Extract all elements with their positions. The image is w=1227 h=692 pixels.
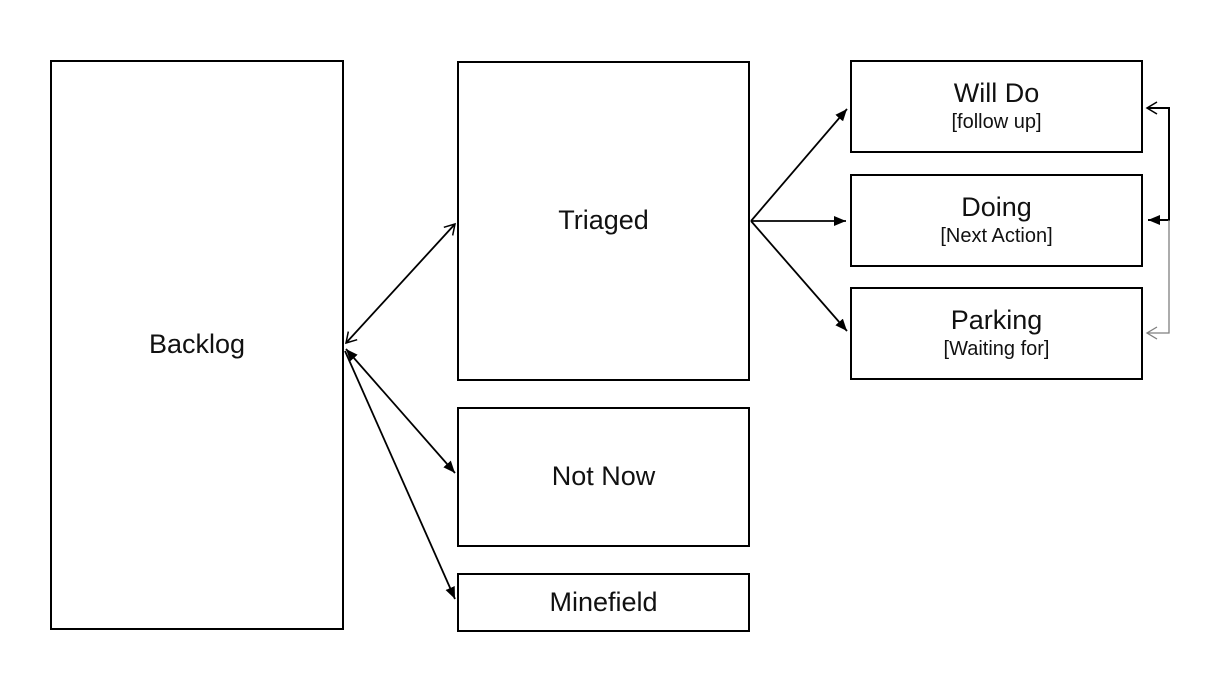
edge-triaged-parking [750,220,848,332]
edge-will-do-doing-elbow [1147,108,1170,220]
node-not-now: Not Now [457,407,750,547]
node-will-do-sublabel: [follow up] [951,111,1042,134]
edge-doing-parking-elbow [1147,220,1170,333]
node-parking-label: Parking [950,304,1043,335]
edge-backlog-triaged [346,224,455,343]
node-triaged-label: Triaged [558,205,649,236]
edge-backlog-not-now [345,348,456,474]
node-will-do-label: Will Do [953,77,1040,108]
node-doing-label: Doing [961,191,1032,222]
node-minefield: Minefield [457,573,750,632]
node-parking: Parking [Waiting for] [850,287,1143,380]
node-will-do: Will Do [follow up] [850,60,1143,153]
edge-backlog-minefield [344,350,456,600]
node-backlog: Backlog [50,60,344,630]
node-doing: Doing [Next Action] [850,174,1143,267]
node-not-now-label: Not Now [551,461,656,492]
node-parking-sublabel: [Waiting for] [943,338,1050,361]
node-triaged: Triaged [457,61,750,381]
node-minefield-label: Minefield [549,586,658,617]
edge-triaged-will-do [750,108,848,222]
node-backlog-label: Backlog [148,329,246,360]
node-doing-sublabel: [Next Action] [940,225,1053,248]
